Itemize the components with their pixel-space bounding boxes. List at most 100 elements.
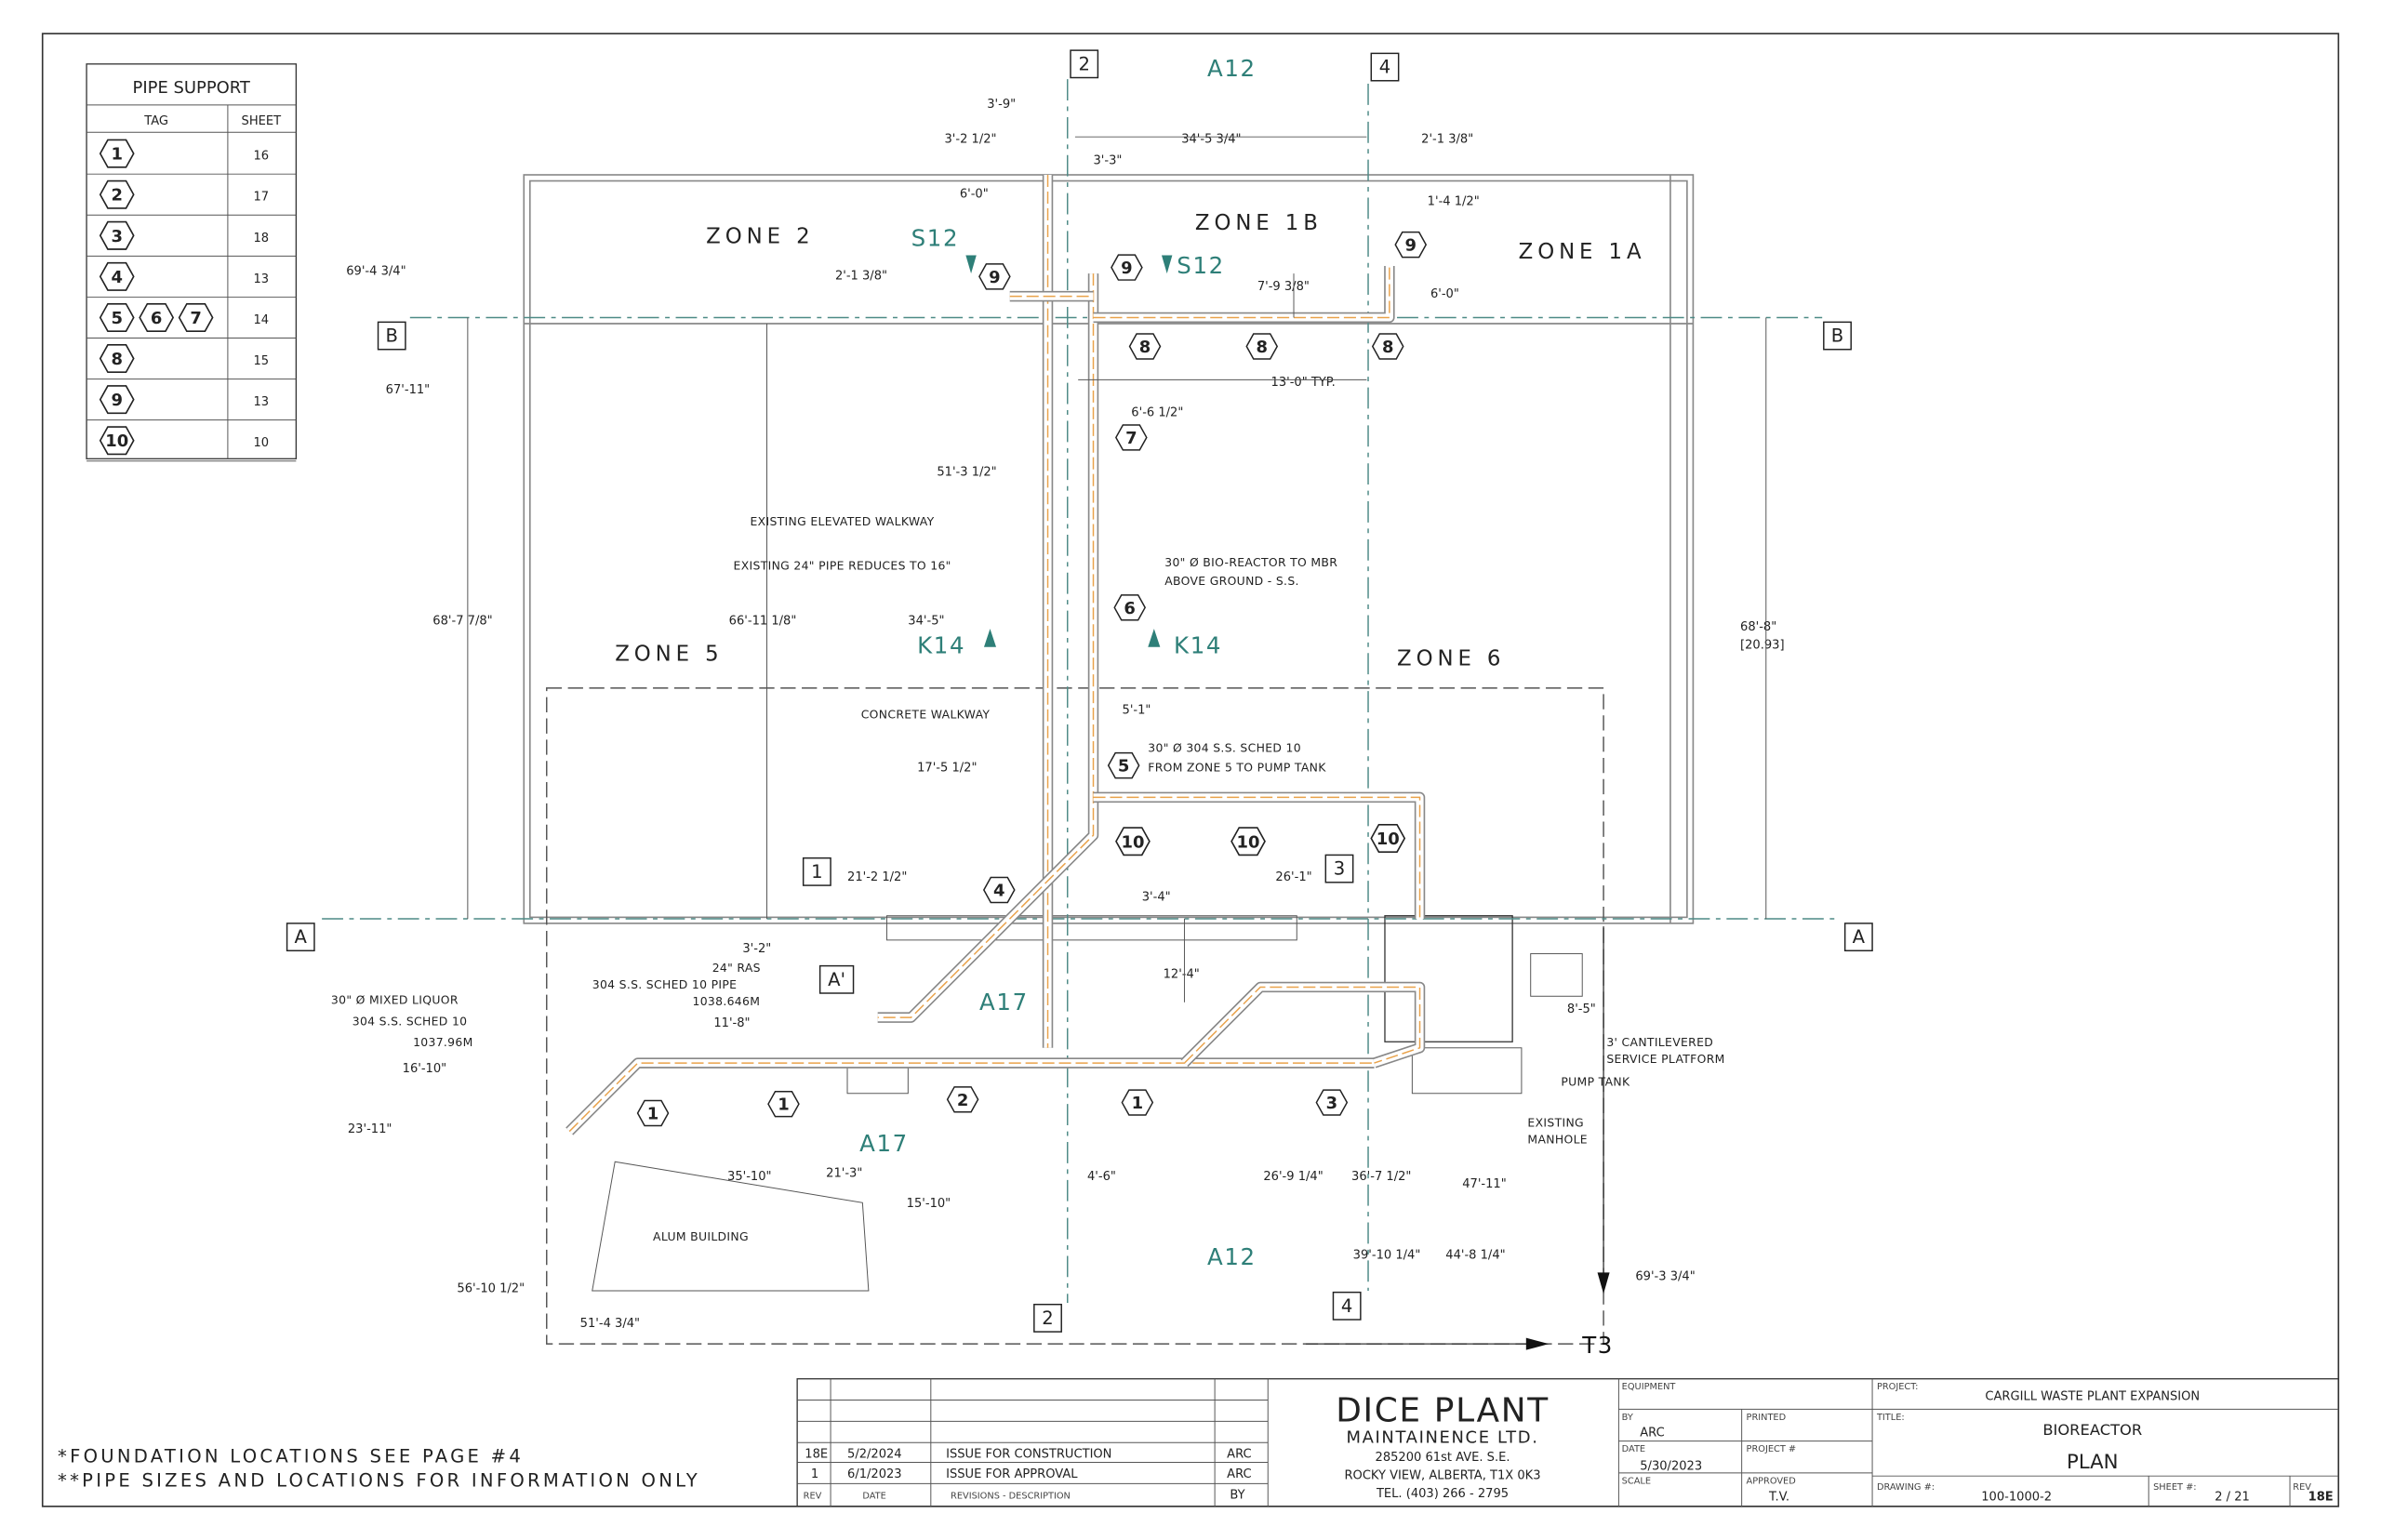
dimension-label: 16'-10" xyxy=(403,1062,447,1076)
svg-text:T3: T3 xyxy=(1581,1332,1614,1359)
support-tag: 8 xyxy=(99,344,135,374)
svg-text:1: 1 xyxy=(811,1467,818,1481)
support-tag: 10 xyxy=(1115,827,1151,856)
dimension-label: 3'-2 1/2" xyxy=(945,133,997,147)
sheet-number: 13 xyxy=(254,395,270,409)
svg-text:2: 2 xyxy=(111,186,122,206)
dimension-label: 51'-3 1/2" xyxy=(937,465,996,479)
dimension-label: 2'-1 3/8" xyxy=(1421,133,1473,147)
annotation-note: EXISTING ELEVATED WALKWAY xyxy=(751,514,935,528)
svg-text:EQUIPMENT: EQUIPMENT xyxy=(1622,1382,1676,1392)
svg-text:T.V.: T.V. xyxy=(1768,1490,1789,1504)
svg-text:10: 10 xyxy=(1121,832,1144,852)
dimension-label: 39'-10 1/4" xyxy=(1353,1249,1421,1263)
footer-note-1: *FOUNDATION LOCATIONS SEE PAGE #4 xyxy=(58,1445,524,1467)
support-tag: 2 xyxy=(946,1085,979,1113)
svg-text:4: 4 xyxy=(111,268,122,287)
table-title: PIPE SUPPORT xyxy=(133,78,251,98)
svg-text:6: 6 xyxy=(1124,599,1135,618)
svg-text:ARC: ARC xyxy=(1640,1427,1664,1440)
svg-text:PRINTED: PRINTED xyxy=(1747,1413,1787,1423)
dimension-label: 21'-3" xyxy=(826,1167,862,1181)
svg-text:4: 4 xyxy=(993,882,1004,901)
svg-text:TITLE:: TITLE: xyxy=(1876,1413,1905,1423)
svg-text:TEL. (403) 266 - 2795: TEL. (403) 266 - 2795 xyxy=(1376,1487,1509,1501)
zone-6-label: ZONE 6 xyxy=(1397,646,1505,670)
dimension-label: 26'-1" xyxy=(1275,870,1311,884)
svg-text:BY: BY xyxy=(1622,1413,1633,1423)
section-markers: A12 S12 S12 K14 K14 A17 A17 A12 T3 xyxy=(859,55,1614,1359)
sheet-number: 13 xyxy=(254,272,270,286)
svg-text:CARGILL WASTE PLANT EXPANSION: CARGILL WASTE PLANT EXPANSION xyxy=(1985,1390,2200,1404)
support-tag: 10 xyxy=(1230,827,1266,856)
svg-text:APPROVED: APPROVED xyxy=(1747,1476,1796,1486)
svg-text:SCALE: SCALE xyxy=(1622,1476,1651,1486)
support-tag: 1 xyxy=(767,1090,800,1118)
grid-bubble: A xyxy=(1853,926,1866,948)
support-tag: 2 xyxy=(99,179,135,209)
dimension-label: 3'-2" xyxy=(742,942,771,956)
svg-text:1: 1 xyxy=(111,145,122,165)
svg-text:1: 1 xyxy=(1132,1094,1143,1113)
svg-text:2: 2 xyxy=(957,1091,968,1110)
company-name: DICE PLANT xyxy=(1336,1391,1550,1429)
annotation-note: PUMP TANK xyxy=(1561,1075,1630,1089)
svg-text:7: 7 xyxy=(190,309,201,328)
sheet-number: 18 xyxy=(254,232,270,246)
svg-text:9: 9 xyxy=(1404,236,1416,256)
svg-text:10: 10 xyxy=(105,431,128,451)
sheet-number: 15 xyxy=(254,354,270,368)
svg-text:6: 6 xyxy=(151,309,162,328)
dimension-label: 12'-4" xyxy=(1164,968,1200,982)
svg-text:K14: K14 xyxy=(917,631,965,658)
support-tag: 5 xyxy=(1107,751,1140,779)
svg-text:5: 5 xyxy=(1118,757,1129,777)
sheet-number: 17 xyxy=(254,191,270,205)
svg-text:10: 10 xyxy=(1377,830,1400,849)
svg-text:A17: A17 xyxy=(859,1130,909,1157)
svg-text:A17: A17 xyxy=(979,989,1029,1016)
dimension-label: 68'-8" xyxy=(1740,620,1776,634)
annotation-note: 30" Ø BIO-REACTOR TO MBR xyxy=(1164,555,1337,569)
col-tag: TAG xyxy=(143,114,168,128)
sheet-number: 16 xyxy=(254,150,270,164)
svg-text:ROCKY VIEW, ALBERTA, T1X 0K3: ROCKY VIEW, ALBERTA, T1X 0K3 xyxy=(1344,1468,1540,1482)
grid-bubble: 1 xyxy=(811,861,822,883)
support-tag: 6 xyxy=(1113,594,1146,621)
dimension-label: 6'-6 1/2" xyxy=(1131,406,1183,420)
dimension-label: 47'-11" xyxy=(1462,1177,1507,1191)
svg-text:ARC: ARC xyxy=(1227,1448,1251,1462)
dimension-label: 36'-7 1/2" xyxy=(1351,1170,1411,1184)
annotation-note: EXISTING 24" PIPE REDUCES TO 16" xyxy=(734,558,951,572)
support-tag: 5 xyxy=(99,302,135,332)
dimension-label: 34'-5" xyxy=(908,614,944,628)
grid-bubble: B xyxy=(1831,325,1843,347)
support-tag: 7 xyxy=(1115,424,1148,451)
svg-text:ISSUE FOR APPROVAL: ISSUE FOR APPROVAL xyxy=(946,1467,1078,1481)
annotation-note: 30" Ø 304 S.S. SCHED 10 xyxy=(1148,740,1301,754)
title-block: 18E 5/2/2024 ISSUE FOR CONSTRUCTION ARC … xyxy=(796,1378,2339,1507)
grid-bubble: A' xyxy=(828,969,845,990)
svg-text:3: 3 xyxy=(111,227,122,246)
support-tag: 1 xyxy=(1121,1089,1154,1116)
annotation-note: 30" Ø MIXED LIQUOR xyxy=(331,992,459,1006)
svg-text:ARC: ARC xyxy=(1227,1467,1251,1481)
svg-text:285200 61st AVE. S.E.: 285200 61st AVE. S.E. xyxy=(1376,1451,1510,1465)
svg-text:9: 9 xyxy=(111,391,122,410)
svg-text:2 / 21: 2 / 21 xyxy=(2215,1490,2250,1504)
svg-text:DATE: DATE xyxy=(862,1492,885,1502)
annotation-note: CONCRETE WALKWAY xyxy=(861,707,991,721)
dimension-label: 17'-5 1/2" xyxy=(917,762,977,776)
support-tag: 9 xyxy=(978,263,1011,290)
zone-1a-label: ZONE 1A xyxy=(1519,240,1646,264)
svg-text:DATE: DATE xyxy=(1622,1444,1645,1454)
svg-text:5/2/2024: 5/2/2024 xyxy=(847,1448,902,1462)
svg-text:9: 9 xyxy=(989,268,1000,287)
svg-text:1: 1 xyxy=(778,1095,789,1115)
zone-1b-label: ZONE 1B xyxy=(1195,211,1323,235)
svg-text:ISSUE FOR CONSTRUCTION: ISSUE FOR CONSTRUCTION xyxy=(946,1448,1111,1462)
svg-text:PROJECT:: PROJECT: xyxy=(1877,1382,1918,1392)
support-tag: 8 xyxy=(1245,333,1279,360)
svg-text:1: 1 xyxy=(647,1105,658,1124)
